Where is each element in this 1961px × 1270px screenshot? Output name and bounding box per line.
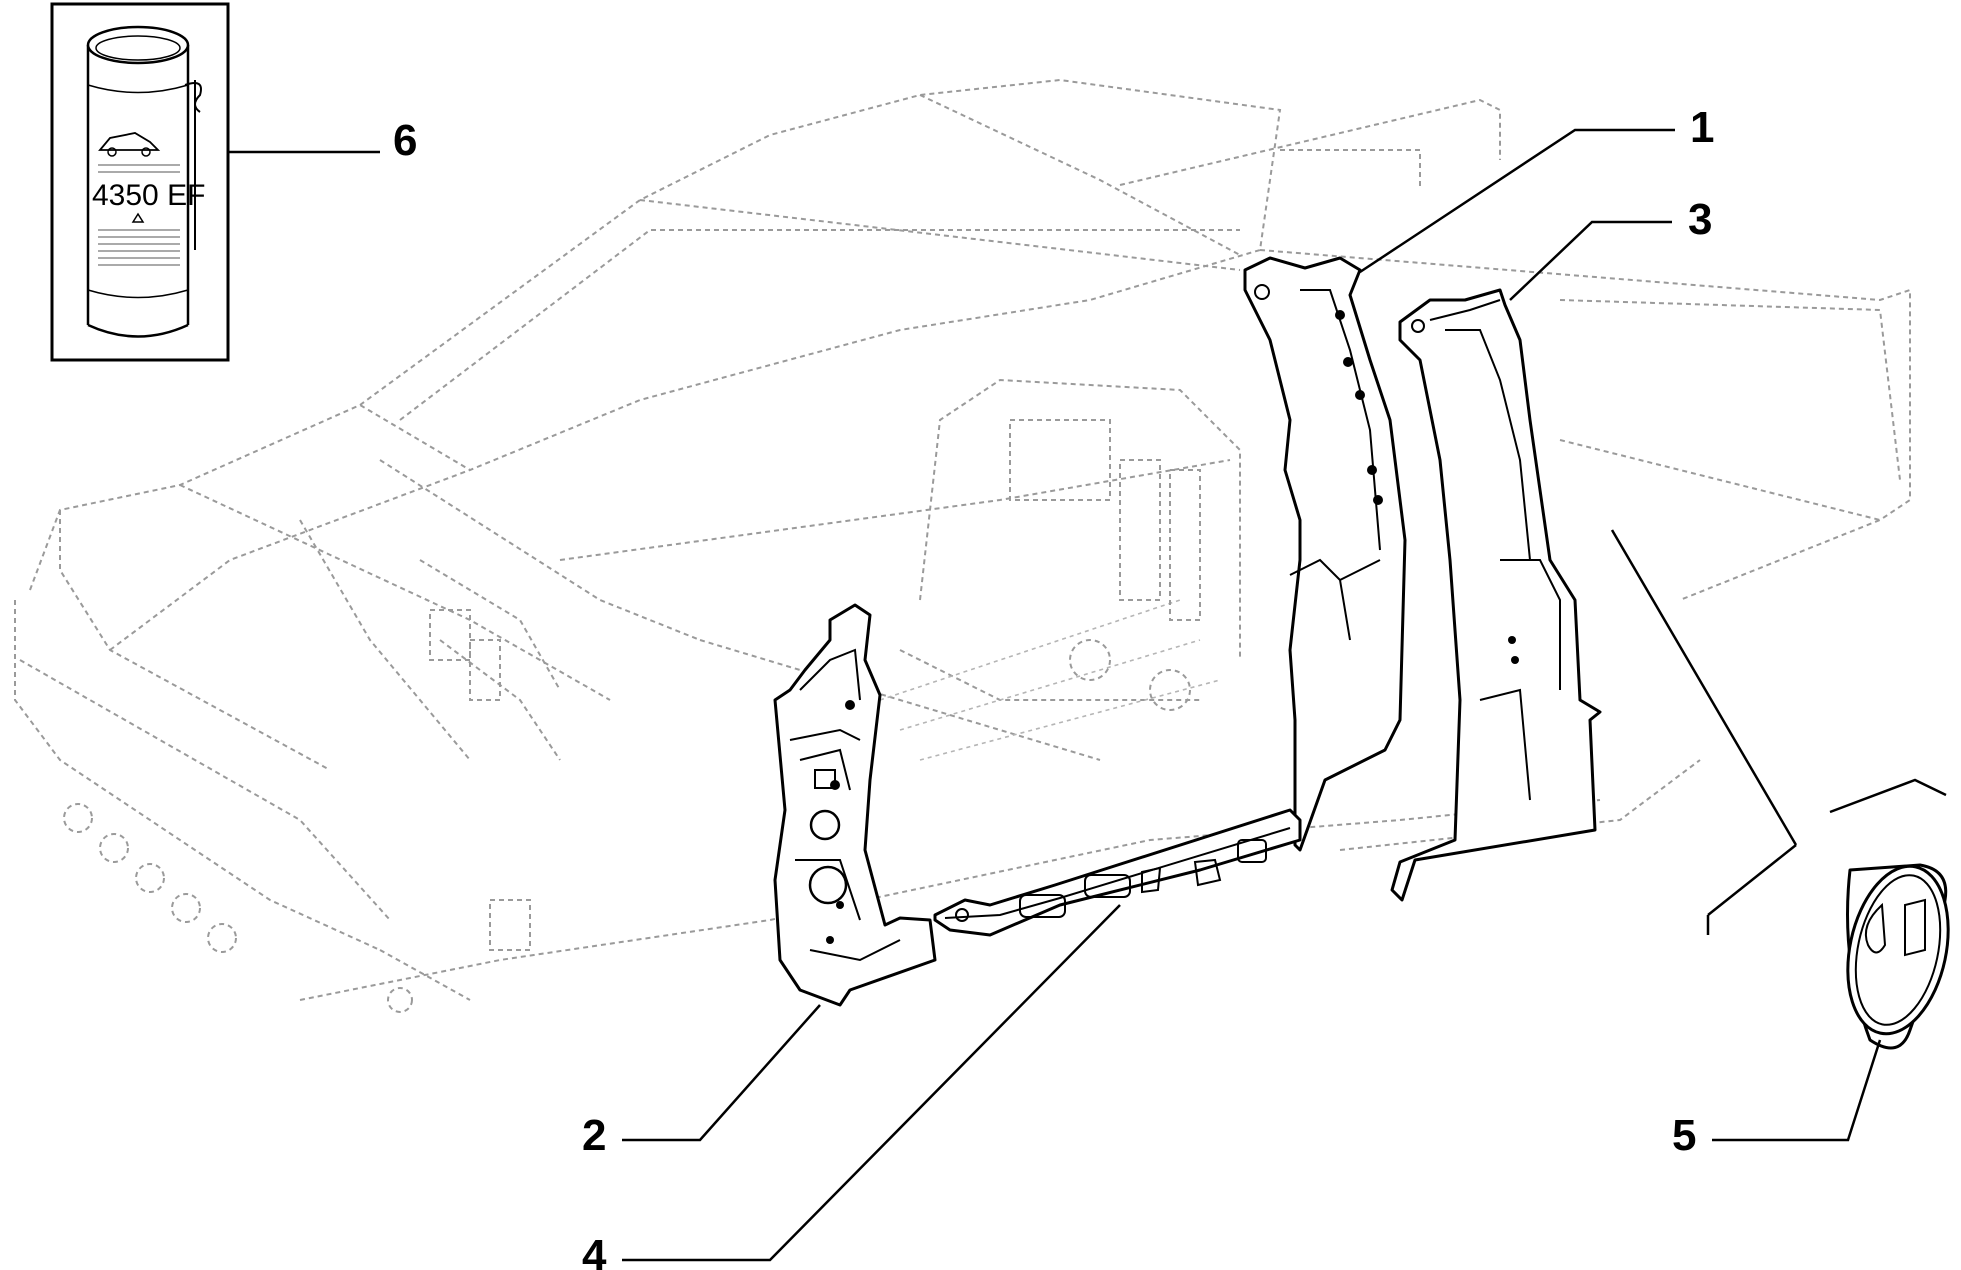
sealant-can: 4350 EF	[86, 25, 205, 338]
part-1-pillar	[1243, 256, 1407, 852]
part-3-pillar	[1390, 288, 1602, 902]
part-2-pillar	[773, 603, 937, 1007]
sealant-can-inset: 4350 EF	[50, 2, 230, 362]
car-body-outline	[14, 78, 1911, 1013]
part-5-cap	[1846, 863, 1950, 1050]
callout-6: 6	[393, 116, 417, 165]
callout-2: 2	[582, 1111, 606, 1160]
callout-4: 4	[582, 1231, 607, 1270]
leader-lines	[228, 128, 1947, 1262]
callout-3: 3	[1688, 195, 1712, 244]
callout-5: 5	[1672, 1111, 1696, 1160]
can-label: 4350 EF	[92, 179, 205, 212]
callout-1: 1	[1690, 103, 1714, 152]
part-4-sill	[933, 808, 1302, 937]
